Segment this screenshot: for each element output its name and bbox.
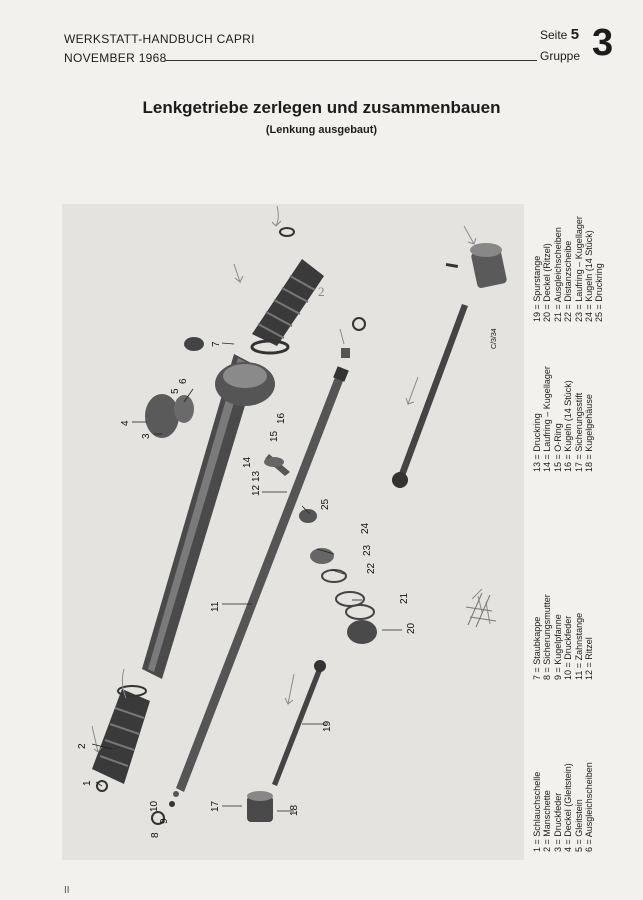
legend-item: 5 = Gleitstein <box>573 799 584 852</box>
legend-item: 25 = Druckring <box>594 263 605 322</box>
ball-housing-upper <box>470 243 507 288</box>
legend-item: 3 = Druckfeder <box>552 792 563 852</box>
exploded-view-figure: 2 2 2 1 2 3 4 5 6 7 8 9 10 11 12 13 14 1… <box>62 204 524 860</box>
callout-22: 22 <box>366 562 377 574</box>
bottom-bellows <box>92 689 150 784</box>
legend-item: 11 = Zahnstange <box>573 612 584 680</box>
top-bellows <box>252 259 324 346</box>
callout-14: 14 <box>242 456 253 468</box>
footer-mark: II <box>64 885 70 896</box>
callout-12: 12 <box>251 484 262 496</box>
page-label: Seite <box>540 28 568 42</box>
legend-item: 9 = Kugelpfanne <box>552 614 563 680</box>
callout-10: 10 <box>149 800 160 812</box>
spacer-washer <box>321 569 347 583</box>
callout-23: 23 <box>362 544 373 556</box>
svg-text:2: 2 <box>454 204 461 206</box>
leader-lines <box>91 342 402 812</box>
header-right: Seite 5 Gruppe <box>540 24 580 67</box>
callout-8: 8 <box>150 832 161 838</box>
callout-24: 24 <box>360 522 371 534</box>
parts-legend-col2: 7 = Staubkappe 8 = Sicherungsmutter 9 = … <box>532 594 594 680</box>
callout-19: 19 <box>322 720 333 732</box>
ball-housing-lower <box>247 791 273 822</box>
legend-item: 16 = Kugeln (14 Stück) <box>563 380 574 472</box>
header-left: WERKSTATT-HANDBUCH CAPRI NOVEMBER 1968 <box>64 30 255 68</box>
svg-text:2: 2 <box>318 284 325 299</box>
legend-item: 17 = Sicherungsstift <box>573 392 584 472</box>
callout-11: 11 <box>210 601 221 612</box>
pencil-mark-roman <box>465 592 497 628</box>
pencil-annotations: 2 2 2 <box>91 204 491 754</box>
callout-21: 21 <box>399 592 410 604</box>
manual-title: WERKSTATT-HANDBUCH CAPRI <box>64 32 255 46</box>
dust-cap <box>184 337 204 351</box>
manual-date: NOVEMBER 1968 <box>64 51 167 65</box>
callout-13: 13 <box>251 470 262 482</box>
o-ring <box>250 339 290 355</box>
legend-item: 22 = Distanzscheibe <box>563 240 574 322</box>
legend-item: 12 = Ritzel <box>583 637 594 680</box>
callout-7: 7 <box>211 341 222 347</box>
legend-item: 20 = Deckel (Ritzel) <box>542 243 553 322</box>
tie-rod-lower <box>272 666 323 786</box>
pressure-ring <box>299 509 317 523</box>
callout-3: 3 <box>141 433 152 439</box>
legend-item: 14 = Laufring – Kugellager <box>542 366 553 472</box>
callout-2: 2 <box>77 743 88 749</box>
page-number: 5 <box>570 26 580 43</box>
legend-item: 7 = Staubkappe <box>532 616 542 680</box>
legend-item: 21 = Ausgleichscheiben <box>552 227 563 322</box>
callout-17: 17 <box>210 800 221 812</box>
figure-code: C/3/34 <box>491 328 498 349</box>
legend-item: 13 = Druckring <box>532 413 542 472</box>
group-label: Gruppe <box>540 49 581 63</box>
legend-item: 23 = Laufring – Kugellager <box>573 216 584 322</box>
callout-15: 15 <box>269 430 280 442</box>
callout-numbers: 1 2 3 4 5 6 7 8 9 10 11 12 13 14 15 16 1… <box>77 328 498 838</box>
callout-6: 6 <box>178 378 189 384</box>
parts-legend-col3: 13 = Druckring 14 = Laufring – Kugellage… <box>532 366 594 472</box>
legend-item: 1 = Schlauchschelle <box>532 771 542 852</box>
legend-item: 15 = O-Ring <box>552 423 563 472</box>
callout-9: 9 <box>159 818 170 824</box>
rack-bar <box>176 372 345 792</box>
callout-16: 16 <box>276 412 287 424</box>
callout-18: 18 <box>289 804 300 816</box>
callout-5: 5 <box>170 388 181 394</box>
parts-legend-col1: 1 = Schlauchschelle 2 = Manschette 3 = D… <box>532 762 594 852</box>
legend-item: 2 = Manschette <box>542 790 553 852</box>
cover-plate <box>145 394 179 438</box>
legend-item: 24 = Kugeln (14 Stück) <box>583 230 594 322</box>
legend-item: 10 = Druckfeder <box>563 615 574 680</box>
legend-item: 6 = Ausgleichscheiben <box>583 762 594 852</box>
callout-20: 20 <box>406 622 417 634</box>
legend-item: 8 = Sicherungsmutter <box>542 594 553 680</box>
locking-pin <box>445 262 459 269</box>
callout-4: 4 <box>120 420 131 426</box>
callout-25: 25 <box>320 498 331 510</box>
steering-gear-exploded-drawing: 2 2 2 1 2 3 4 5 6 7 8 9 10 11 12 13 14 1… <box>77 204 507 838</box>
pinion-cover <box>347 620 377 644</box>
legend-item: 18 = Kugelgehäuse <box>583 394 594 472</box>
callout-1: 1 <box>82 780 93 786</box>
header-rule <box>165 60 537 61</box>
legend-item: 4 = Deckel (Gleitstein) <box>563 763 574 852</box>
page-subtitle: (Lenkung ausgebaut) <box>265 124 378 136</box>
group-number: 3 <box>592 22 614 64</box>
tie-rod-upper <box>398 304 468 479</box>
legend-item: 19 = Spurstange <box>532 255 542 322</box>
page-title: Lenkgetriebe zerlegen und zusammenbauen <box>142 98 501 117</box>
parts-legend-col4: 19 = Spurstange 20 = Deckel (Ritzel) 21 … <box>532 216 605 322</box>
lock-nut <box>151 811 165 825</box>
